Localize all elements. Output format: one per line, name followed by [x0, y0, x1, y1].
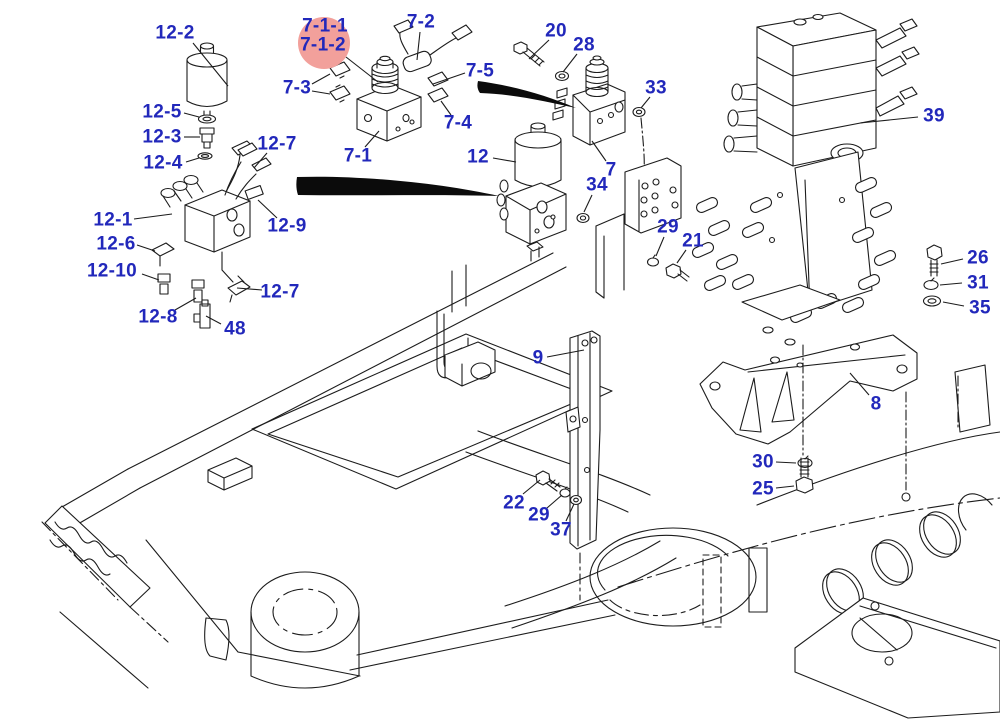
part-label-7-17: 7 [605, 159, 617, 181]
bolt-20-washer-28-art [513, 41, 570, 82]
leader-line-25 [775, 485, 795, 489]
highlight-circle [298, 17, 350, 69]
valve-12-1-art [151, 142, 272, 329]
part-label-7-2-3: 7-2 [406, 11, 436, 33]
bolt-25-washer-30-art [795, 455, 814, 494]
leader-line-7-5 [432, 72, 466, 85]
part-label-35-28: 35 [969, 297, 991, 319]
part-label-12-1-19: 12-1 [93, 209, 133, 231]
leader-line-12-4 [185, 157, 200, 163]
leader-line-12-9 [257, 199, 278, 219]
bracket-9-art [565, 330, 601, 550]
leader-line-12-8 [174, 297, 197, 311]
part-label-12-4-15: 12-4 [143, 152, 183, 174]
part-label-22-35: 22 [503, 492, 525, 514]
leader-line-7-4 [440, 100, 452, 116]
accumulator-12-art [496, 122, 567, 262]
part-label-8-32: 8 [870, 393, 882, 415]
machine-deck-art [41, 252, 1000, 719]
leader-line-34 [583, 194, 593, 213]
leader-line-31 [939, 282, 963, 286]
part-label-37-37: 37 [550, 519, 572, 541]
part-label-39-10: 39 [923, 105, 945, 127]
leader-line-29 [546, 494, 563, 509]
mount-plate-art [576, 157, 690, 299]
leader-line-37 [565, 503, 575, 522]
part-label-20-4: 20 [545, 20, 567, 42]
leader-line-8 [849, 372, 870, 396]
part-label-12-8-29: 12-8 [138, 306, 178, 328]
leader-line-7-1 [364, 130, 380, 148]
bracket-8-art [699, 334, 918, 456]
bolt-26-washers-art [922, 244, 943, 307]
leader-line-39 [859, 116, 919, 124]
part-label-7-1-2-2: 7-1-2 [300, 34, 346, 56]
solenoid-valve-7-1-art [329, 19, 473, 142]
leader-line-9 [546, 349, 585, 358]
control-valve-39-art [691, 12, 920, 346]
leader-line-29 [655, 236, 665, 257]
part-label-7-5-6: 7-5 [465, 60, 495, 82]
leader-line-7-3 [311, 90, 331, 95]
part-label-7-1-13: 7-1 [343, 145, 373, 167]
part-label-12-2-0: 12-2 [155, 22, 195, 44]
part-label-12-3-12: 12-3 [142, 126, 182, 148]
part-label-7-4-9: 7-4 [443, 112, 473, 134]
part-label-31-26: 31 [967, 272, 989, 294]
leader-line-7-1-2 [345, 56, 379, 83]
leader-line-7-2 [416, 31, 421, 61]
part-label-7-3-7: 7-3 [282, 77, 312, 99]
leader-line-12-10 [141, 273, 160, 281]
part-label-7-1-1-1: 7-1-1 [302, 15, 348, 37]
part-label-25-34: 25 [752, 478, 774, 500]
part-label-26-25: 26 [967, 247, 989, 269]
part-label-33-8: 33 [645, 77, 667, 99]
part-label-48-30: 48 [224, 318, 246, 340]
leader-line-12 [492, 157, 517, 163]
part-label-9-31: 9 [532, 347, 544, 369]
leader-line-12-2 [192, 42, 229, 87]
leader-line-12-5 [183, 112, 200, 118]
part-label-12-7-16: 12-7 [257, 133, 297, 155]
leader-line-20 [528, 39, 550, 60]
leader-line-12-1 [133, 213, 173, 220]
part-label-28-5: 28 [573, 34, 595, 56]
leader-line-35 [942, 301, 965, 307]
part-label-29-22: 29 [657, 216, 679, 238]
leader-line-28 [562, 53, 578, 73]
part-label-12-10-24: 12-10 [86, 260, 138, 282]
part-label-29-36: 29 [528, 504, 550, 526]
leader-line-48 [205, 315, 222, 325]
part-label-12-6-21: 12-6 [96, 233, 136, 255]
leader-line-12-6 [136, 244, 156, 252]
leader-line-12-7 [236, 287, 263, 291]
leader-line-7-3 [311, 73, 331, 85]
leader-line-12-7 [253, 152, 268, 169]
part-label-30-33: 30 [752, 451, 774, 473]
leader-line-22 [522, 479, 541, 495]
part-label-12-5-11: 12-5 [142, 101, 182, 123]
leader-line-26 [940, 258, 964, 265]
transfer-arrow-art [296, 81, 576, 196]
leader-line-7 [591, 140, 607, 162]
part-label-21-23: 21 [682, 230, 704, 252]
leader-line-21 [676, 249, 687, 264]
valve-7-art [552, 55, 646, 173]
part-label-12-14: 12 [467, 146, 489, 168]
leader-line-30 [775, 461, 797, 464]
bolt-22-washers-art [535, 470, 583, 506]
leader-line-33 [640, 96, 651, 109]
part-label-12-9-20: 12-9 [267, 215, 307, 237]
part-label-12-7-27: 12-7 [260, 281, 300, 303]
part-label-34-18: 34 [586, 174, 608, 196]
